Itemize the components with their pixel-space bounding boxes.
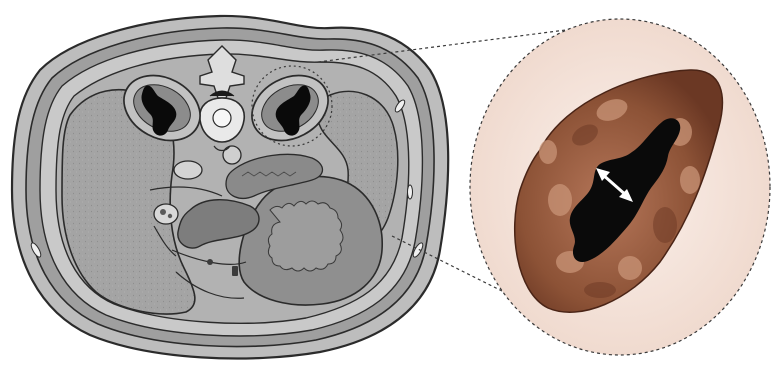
magnified-view — [470, 19, 770, 355]
aorta — [223, 146, 241, 164]
abdomen-cross-section — [12, 16, 448, 359]
vena-cava — [174, 161, 202, 179]
stomach-rugae — [268, 201, 343, 271]
gallbladder — [154, 204, 178, 224]
